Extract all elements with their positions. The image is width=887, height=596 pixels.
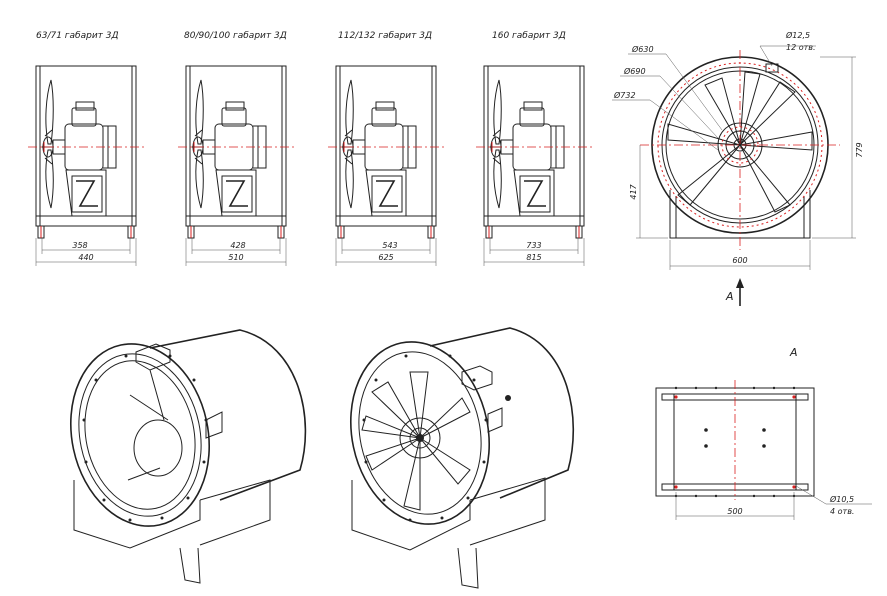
dim-outer: 625 bbox=[378, 253, 393, 262]
height-total-label: 779 bbox=[855, 142, 864, 157]
hole-dia-label: Ø12,5 bbox=[785, 30, 810, 40]
view-arrow-label: A bbox=[725, 290, 734, 303]
isometric-view-right bbox=[349, 327, 575, 589]
dim-inner: 358 bbox=[72, 241, 87, 250]
fan-side-drawing bbox=[27, 65, 145, 239]
bottom-hole-dia-label: Ø10,5 bbox=[829, 494, 854, 504]
side-view-title: 160 габарит 3Д bbox=[492, 31, 566, 41]
hole-count-label: 12 отв. bbox=[786, 43, 816, 52]
isometric-view-left bbox=[69, 329, 307, 584]
dia-outer-label: Ø732 bbox=[613, 90, 636, 100]
fan-side-drawing bbox=[327, 65, 445, 239]
bottom-width-label: 500 bbox=[727, 507, 742, 516]
dim-outer: 440 bbox=[78, 253, 93, 262]
side-view-1: 63/71 габарит 3Д bbox=[36, 31, 119, 41]
side-dimensions: 358 440 428 510 543 625 733 815 bbox=[35, 238, 585, 266]
side-view-title: 112/132 габарит 3Д bbox=[338, 31, 432, 41]
dia-inner-label: Ø630 bbox=[631, 44, 654, 54]
dia-mid-label: Ø690 bbox=[623, 66, 646, 76]
dim-inner: 543 bbox=[382, 241, 397, 250]
dim-inner: 733 bbox=[526, 241, 541, 250]
bottom-view-title: A bbox=[789, 346, 798, 359]
dim-inner: 428 bbox=[230, 241, 245, 250]
bottom-view: A 500 Ø10,5 4 отв. bbox=[655, 346, 872, 520]
fan-side-drawing bbox=[475, 65, 593, 239]
bottom-hole-count-label: 4 отв. bbox=[830, 507, 854, 516]
dim-outer: 510 bbox=[228, 253, 243, 262]
dim-outer: 815 bbox=[526, 253, 541, 262]
height-axis-label: 417 bbox=[629, 183, 638, 199]
width-label: 600 bbox=[732, 256, 747, 265]
side-view-title: 63/71 габарит 3Д bbox=[36, 31, 119, 41]
side-view-3: 112/132 габарит 3Д bbox=[338, 31, 432, 41]
fan-side-drawing bbox=[177, 65, 295, 239]
front-view: Ø630 Ø690 Ø732 Ø12,5 12 отв. 779 417 600… bbox=[612, 30, 864, 306]
side-view-title: 80/90/100 габарит 3Д bbox=[184, 31, 287, 41]
side-view-4: 160 габарит 3Д bbox=[492, 31, 566, 41]
side-view-2: 80/90/100 габарит 3Д bbox=[184, 31, 287, 41]
